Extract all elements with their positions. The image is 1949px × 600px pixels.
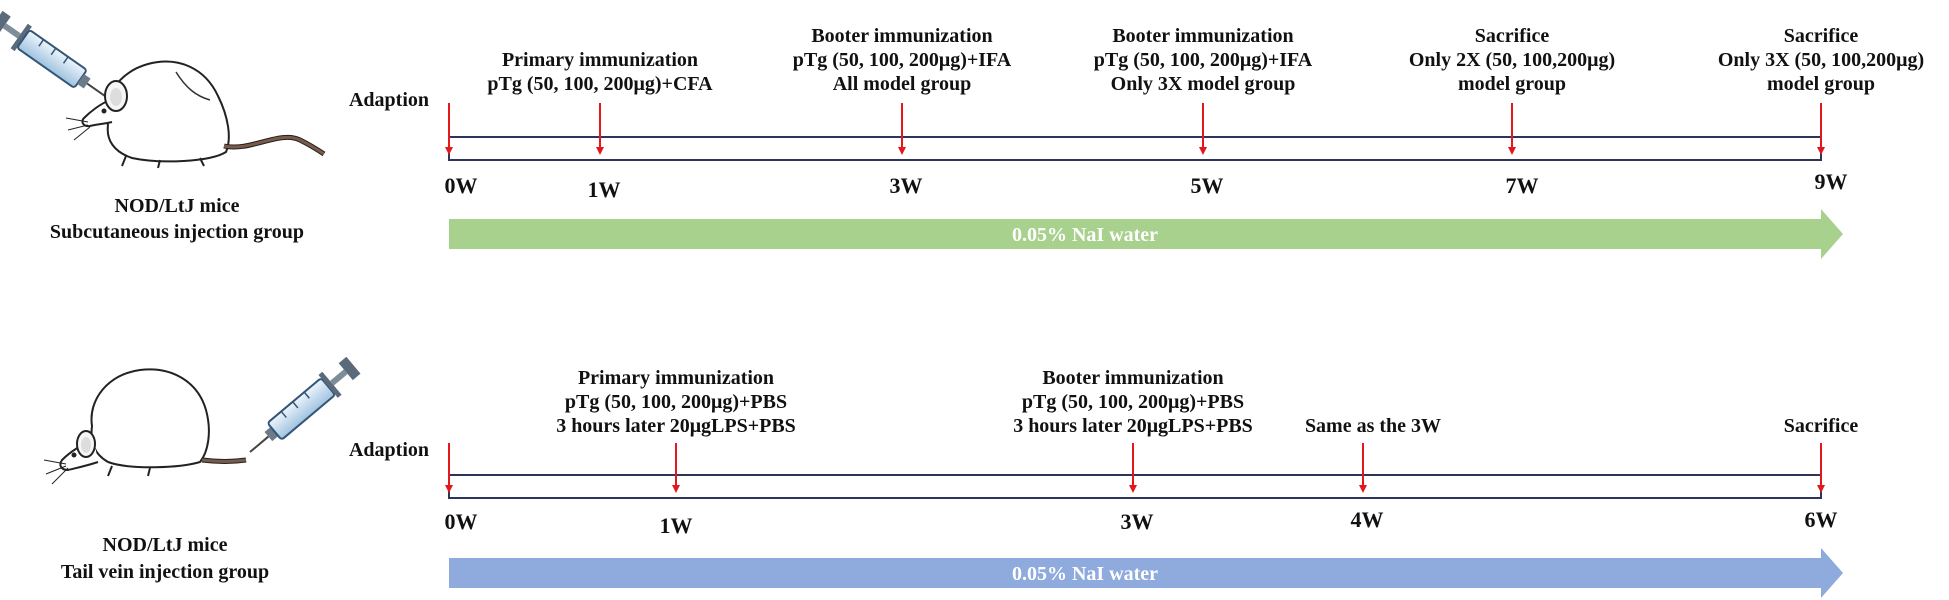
event-annotation-line: Primary immunization <box>578 367 774 389</box>
event-annotation-line: Booter immunization <box>1042 367 1223 389</box>
event-annotation-line: Only 2X (50, 100,200μg) <box>1409 49 1615 71</box>
event-annotation-line: Booter immunization <box>1112 25 1293 47</box>
mouse-icon <box>43 368 247 485</box>
event-annotation-line: model group <box>1767 73 1875 95</box>
timeline-bar <box>448 474 1822 499</box>
tick-label: 0W <box>445 173 478 198</box>
event-annotation-line: Only 3X (50, 100,200μg) <box>1718 49 1924 71</box>
group-label-line: NOD/LtJ mice <box>115 195 240 217</box>
tick-label: 7W <box>1506 173 1539 198</box>
event-annotation-line: pTg (50, 100, 200μg)+PBS <box>565 391 787 413</box>
event-annotation-line: Sacrifice <box>1475 25 1550 47</box>
nai-water-band <box>449 548 1843 598</box>
tick-label: 1W <box>588 177 621 202</box>
panel-tail-vein: NOD/LtJ mice Tail vein injection group A… <box>43 356 1859 598</box>
tick-label: 5W <box>1191 173 1224 198</box>
panel-subcutaneous: NOD/LtJ mice Subcutaneous injection grou… <box>0 10 1925 259</box>
group-label-line: NOD/LtJ mice <box>103 534 228 556</box>
adaption-label: Adaption <box>349 89 429 111</box>
event-annotation-line: All model group <box>833 73 972 95</box>
event-annotation-line: pTg (50, 100, 200μg)+IFA <box>793 49 1012 71</box>
event-annotation-line: 3 hours later 20μgLPS+PBS <box>1013 415 1253 437</box>
nai-water-band <box>449 209 1843 259</box>
group-label-line: Tail vein injection group <box>61 561 269 583</box>
event-annotation-line: pTg (50, 100, 200μg)+CFA <box>487 73 713 95</box>
timeline-bar <box>448 136 1822 161</box>
tick-label: 0W <box>445 509 478 534</box>
syringe-icon <box>249 356 361 453</box>
event-annotation-line: model group <box>1458 73 1566 95</box>
event-annotation-line: Same as the 3W <box>1305 415 1441 437</box>
event-annotation-line: Primary immunization <box>502 49 698 71</box>
tick-label: 3W <box>1121 509 1154 534</box>
event-annotation-line: pTg (50, 100, 200μg)+PBS <box>1022 391 1244 413</box>
group-label-line: Subcutaneous injection group <box>50 221 304 243</box>
nai-water-label: 0.05% NaI water <box>1012 224 1158 246</box>
event-annotation-line: Only 3X model group <box>1111 73 1296 95</box>
syringe-icon <box>0 10 108 99</box>
tick-label: 4W <box>1351 507 1384 532</box>
nai-water-label: 0.05% NaI water <box>1012 563 1158 585</box>
tick-label: 9W <box>1815 169 1848 194</box>
event-annotation-line: Booter immunization <box>811 25 992 47</box>
event-annotation-line: 3 hours later 20μgLPS+PBS <box>556 415 796 437</box>
event-annotation-line: Sacrifice <box>1784 415 1859 437</box>
tick-label: 1W <box>660 513 693 538</box>
event-annotation-line: pTg (50, 100, 200μg)+IFA <box>1094 49 1313 71</box>
adaption-label: Adaption <box>349 439 429 461</box>
tick-label: 3W <box>890 173 923 198</box>
mouse-icon <box>65 60 326 169</box>
tick-label: 6W <box>1805 507 1838 532</box>
event-annotation-line: Sacrifice <box>1784 25 1859 47</box>
